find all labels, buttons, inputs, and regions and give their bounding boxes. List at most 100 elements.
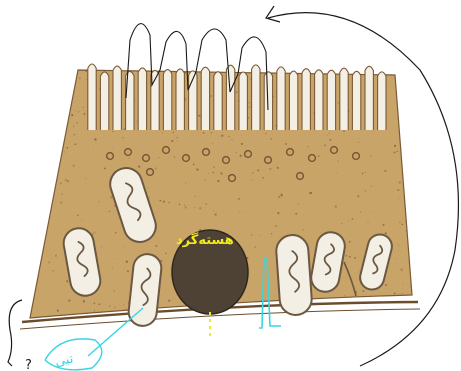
speckle bbox=[399, 222, 400, 223]
speckle bbox=[362, 290, 364, 292]
speckle bbox=[101, 247, 102, 248]
speckle bbox=[77, 214, 79, 216]
speckle bbox=[259, 235, 260, 236]
speckle bbox=[324, 144, 326, 146]
speckle bbox=[104, 167, 106, 169]
speckle bbox=[251, 180, 252, 181]
speckle bbox=[57, 310, 59, 312]
speckle bbox=[48, 125, 49, 126]
speckle bbox=[231, 139, 232, 140]
speckle bbox=[394, 151, 396, 153]
speckle bbox=[246, 211, 247, 212]
microvillus bbox=[88, 64, 96, 130]
speckle bbox=[126, 261, 128, 263]
microvillus bbox=[264, 72, 272, 130]
speckle bbox=[173, 132, 174, 133]
speckle bbox=[236, 91, 238, 93]
speckle bbox=[408, 152, 410, 154]
speckle bbox=[52, 105, 53, 106]
speckle bbox=[64, 152, 65, 153]
speckle bbox=[82, 107, 83, 108]
speckle bbox=[306, 150, 307, 151]
speckle bbox=[48, 261, 50, 263]
speckle bbox=[271, 233, 272, 234]
speckle bbox=[404, 152, 405, 153]
speckle bbox=[388, 70, 389, 71]
speckle bbox=[115, 232, 116, 233]
speckle bbox=[214, 213, 216, 215]
microvillus bbox=[315, 70, 323, 130]
speckle bbox=[329, 133, 330, 134]
speckle bbox=[53, 156, 54, 157]
speckle bbox=[348, 220, 349, 221]
speckle bbox=[213, 143, 214, 144]
microvillus bbox=[277, 67, 285, 130]
microvillus bbox=[163, 70, 171, 130]
speckle bbox=[125, 309, 126, 310]
speckle bbox=[397, 189, 399, 191]
speckle bbox=[50, 97, 51, 98]
speckle bbox=[110, 196, 112, 198]
speckle bbox=[112, 148, 113, 149]
speckle bbox=[236, 152, 237, 153]
speckle bbox=[402, 224, 404, 226]
speckle bbox=[337, 102, 338, 103]
speckle bbox=[67, 180, 69, 182]
speckle bbox=[21, 314, 23, 316]
speckle bbox=[29, 155, 31, 157]
speckle bbox=[407, 185, 408, 186]
speckle bbox=[185, 207, 187, 209]
speckle bbox=[149, 197, 150, 198]
speckle bbox=[341, 223, 343, 225]
speckle bbox=[277, 167, 279, 169]
speckle bbox=[112, 268, 113, 269]
speckle bbox=[406, 71, 407, 72]
speckle bbox=[98, 201, 99, 202]
speckle bbox=[411, 303, 413, 305]
speckle bbox=[384, 170, 386, 172]
speckle bbox=[395, 70, 396, 71]
microvillus bbox=[252, 65, 260, 130]
speckle bbox=[269, 168, 271, 170]
speckle bbox=[73, 134, 75, 136]
speckle bbox=[371, 186, 372, 187]
speckle bbox=[257, 169, 259, 171]
speckle bbox=[213, 210, 214, 211]
speckle bbox=[30, 189, 32, 191]
speckle bbox=[212, 172, 214, 174]
left-black-scribble bbox=[8, 300, 22, 366]
speckle bbox=[99, 303, 101, 305]
speckle bbox=[211, 95, 213, 97]
curved-arrow-icon bbox=[266, 6, 280, 22]
speckle bbox=[399, 181, 401, 183]
speckle bbox=[79, 78, 81, 80]
speckle bbox=[252, 172, 253, 173]
speckle bbox=[24, 154, 26, 156]
speckle bbox=[220, 172, 222, 174]
speckle bbox=[112, 131, 113, 132]
nucleus-label: هسته‌گرد bbox=[176, 232, 234, 248]
speckle bbox=[73, 165, 75, 167]
speckle bbox=[114, 307, 115, 308]
speckle bbox=[73, 125, 75, 127]
speckle bbox=[93, 146, 94, 147]
speckle bbox=[94, 310, 95, 311]
speckle bbox=[405, 315, 406, 316]
speckle bbox=[135, 100, 136, 101]
speckle bbox=[398, 244, 399, 245]
speckle bbox=[76, 122, 78, 124]
microvillus bbox=[302, 69, 310, 130]
speckle bbox=[25, 77, 26, 78]
microvillus bbox=[352, 71, 360, 130]
microvillus bbox=[239, 72, 247, 130]
speckle bbox=[217, 180, 219, 182]
speckle bbox=[329, 139, 331, 141]
speckle bbox=[34, 117, 36, 119]
speckle bbox=[399, 198, 400, 199]
microvillus bbox=[201, 67, 209, 130]
microvillus bbox=[289, 71, 297, 130]
speckle bbox=[193, 163, 195, 165]
speckle bbox=[382, 224, 384, 226]
speckle bbox=[251, 234, 253, 236]
